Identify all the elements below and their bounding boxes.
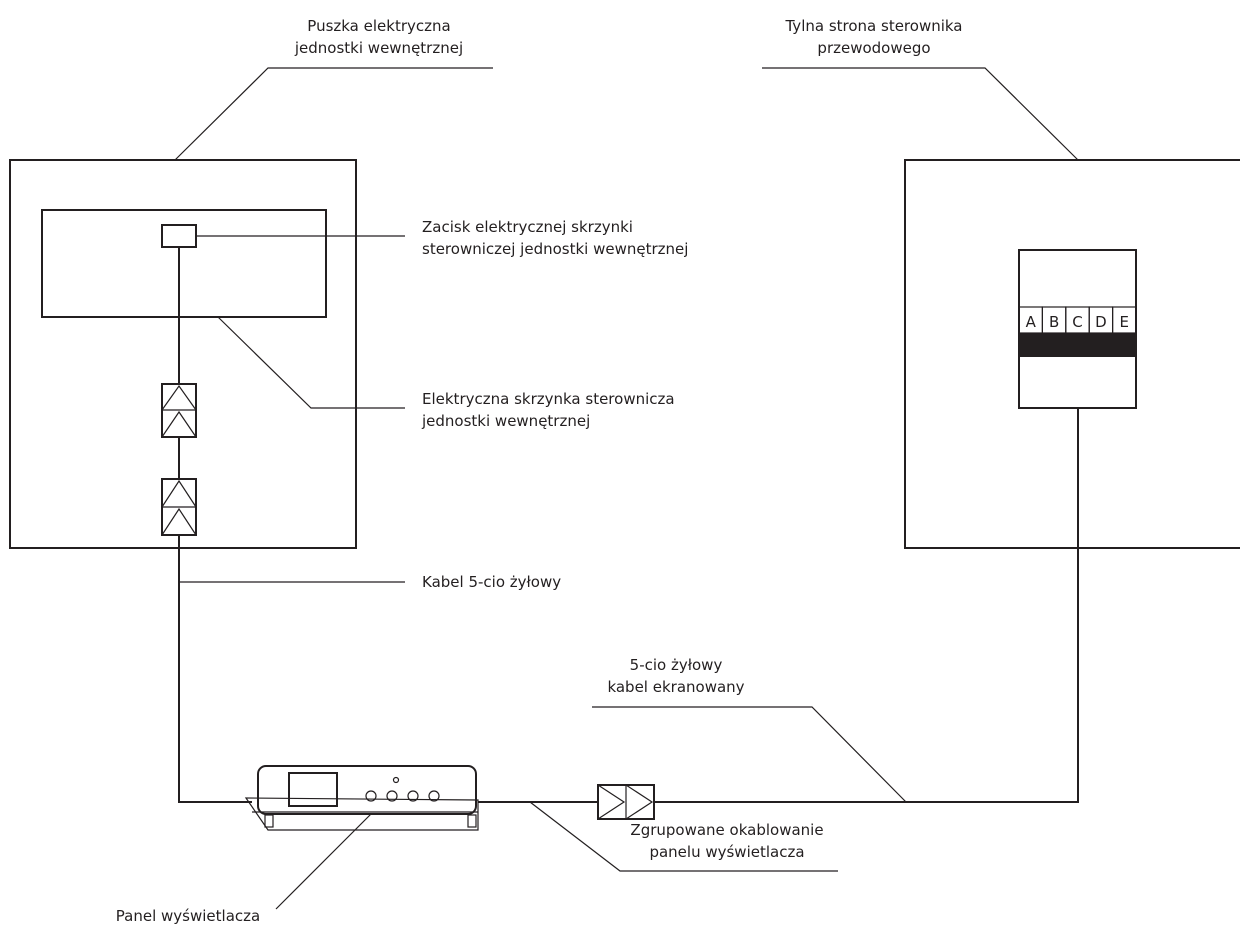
controller-back-box xyxy=(904,159,1240,549)
connector-upper xyxy=(161,383,197,438)
label-indoor-box-1: Puszka elektryczna xyxy=(307,17,450,35)
indoor-electrical-box xyxy=(9,159,357,549)
control-box-terminal xyxy=(161,224,197,248)
terminal-label-c: C xyxy=(1072,313,1082,331)
indicator-led xyxy=(392,776,400,784)
leader-control-box xyxy=(217,316,405,409)
indoor-control-box xyxy=(41,209,327,318)
leader-grouped xyxy=(529,801,838,872)
display-screen xyxy=(288,772,338,807)
label-display-panel: Panel wyświetlacza xyxy=(116,907,260,925)
label-control-box-1: Elektryczna skrzynka sterownicza xyxy=(422,390,675,408)
display-panel-body xyxy=(257,765,477,815)
display-panel-device xyxy=(244,765,479,831)
panel-button-1 xyxy=(365,790,377,802)
terminal-label-b: B xyxy=(1049,313,1059,331)
terminal-label-d: D xyxy=(1095,313,1107,331)
terminal-label-e: E xyxy=(1120,313,1129,331)
panel-button-4 xyxy=(428,790,440,802)
leader-indoor-box xyxy=(174,67,493,161)
label-grouped-1: Zgrupowane okablowanie xyxy=(630,821,823,839)
panel-button-2 xyxy=(386,790,398,802)
label-control-box-2: jednostki wewnętrznej xyxy=(421,412,590,430)
terminal-bar xyxy=(1019,333,1136,357)
panel-button-3 xyxy=(407,790,419,802)
leader-display-panel xyxy=(275,813,372,910)
connector-lower xyxy=(161,478,197,536)
terminal-cell-e xyxy=(1111,306,1137,334)
label-controller-back-2: przewodowego xyxy=(817,39,930,57)
label-shielded-2: kabel ekranowany xyxy=(607,678,744,696)
label-terminal-2: sterowniczej jednostki wewnętrznej xyxy=(422,240,688,258)
five-core-cable xyxy=(178,535,252,803)
leader-shielded xyxy=(592,706,907,803)
leader-controller-back xyxy=(762,67,1079,161)
label-terminal-1: Zacisk elektrycznej skrzynki xyxy=(422,218,633,236)
label-indoor-box-2: jednostki wewnętrznej xyxy=(294,39,463,57)
label-cable5: Kabel 5-cio żyłowy xyxy=(422,573,561,591)
label-grouped-2: panelu wyświetlacza xyxy=(649,843,804,861)
terminal-label-a: A xyxy=(1026,313,1037,331)
label-controller-back-1: Tylna strona sterownika xyxy=(784,17,962,35)
display-cable-connector xyxy=(597,784,655,820)
label-shielded-1: 5-cio żyłowy xyxy=(630,656,723,674)
shielded-cable xyxy=(653,408,1079,803)
